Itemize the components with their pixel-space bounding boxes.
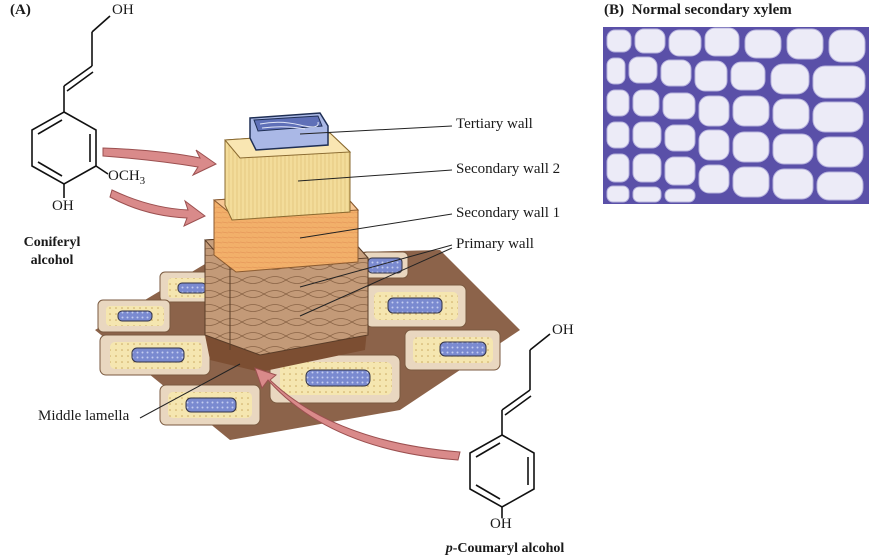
primary-wall-label: Primary wall <box>456 236 534 252</box>
coniferyl-arrow-1 <box>102 147 217 177</box>
coniferyl-name: Coniferyl alcohol <box>14 234 90 270</box>
panel-b-label: (B) Normal secondary xylem <box>604 2 792 19</box>
coumaryl-oh-top: OH <box>552 322 574 338</box>
coumaryl-name: p-Coumaryl alcohol <box>430 540 580 558</box>
coniferyl-methoxy: OCH3 <box>108 168 145 187</box>
neighbor-cell <box>361 251 409 279</box>
coumaryl-name-prefix: p <box>445 541 453 556</box>
coumaryl-name-rest: -Coumaryl alcohol <box>452 541 565 556</box>
micrograph-title: Normal secondary xylem <box>631 2 792 18</box>
xylem-micrograph <box>603 27 869 204</box>
coumaryl-structure <box>469 333 551 518</box>
panel-b-label-text: (B) <box>604 2 624 18</box>
secondary-wall-2-label: Secondary wall 2 <box>456 161 561 177</box>
coumaryl-oh-bottom: OH <box>490 516 512 532</box>
central-cell <box>203 112 370 372</box>
coniferyl-structure <box>31 15 111 198</box>
neighbor-cell <box>159 384 261 426</box>
neighbor-cell <box>269 354 401 404</box>
secondary-wall-1-label: Secondary wall 1 <box>456 205 561 221</box>
panel-a-label: (A) <box>10 2 31 18</box>
tertiary-wall-label: Tertiary wall <box>456 116 533 132</box>
arrows <box>102 147 461 461</box>
neighbor-cell <box>404 329 501 371</box>
coniferyl-oh-top: OH <box>112 2 134 18</box>
neighbor-cell <box>159 271 219 303</box>
callout-lines <box>139 125 453 419</box>
coniferyl-name-line2: alcohol <box>30 253 74 268</box>
middle-lamella-label: Middle lamella <box>38 408 130 424</box>
neighbor-cell <box>99 334 211 376</box>
coumaryl-arrow <box>254 367 461 461</box>
coniferyl-arrow-2 <box>109 189 206 227</box>
coniferyl-oh-bottom: OH <box>52 198 74 214</box>
methoxy-subscript: 3 <box>139 175 146 187</box>
coniferyl-name-line1: Coniferyl <box>23 235 81 250</box>
tertiary-wall-layer <box>249 112 329 151</box>
neighbor-cell <box>365 284 467 328</box>
methoxy-text: OCH <box>108 168 140 184</box>
neighbor-cell <box>97 299 171 333</box>
